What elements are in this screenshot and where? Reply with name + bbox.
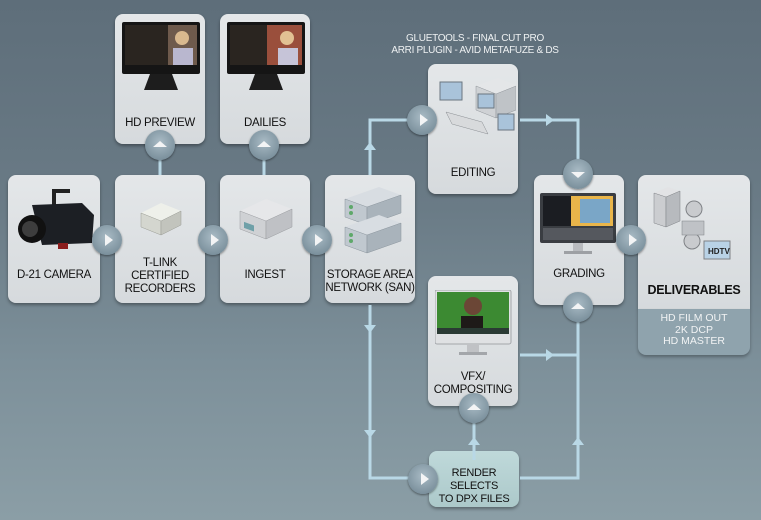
node-render[interactable]: RENDER SELECTS TO DPX FILES (429, 451, 519, 507)
recorders-label-line: RECORDERS (124, 283, 196, 295)
camera-icon (18, 189, 94, 249)
render-in-button[interactable] (408, 464, 438, 494)
right-arrow-icon (628, 234, 637, 246)
node-san[interactable]: STORAGE AREA NETWORK (SAN) (325, 175, 415, 303)
deliverable-item: 2K DCP (675, 323, 713, 336)
arrowhead-up (364, 142, 376, 150)
grading-monitor-icon (540, 193, 616, 254)
node-ingest[interactable]: INGEST (220, 175, 310, 303)
san-label-line: STORAGE AREA (326, 269, 414, 281)
right-arrow-icon (210, 234, 219, 246)
arrowhead-down (364, 325, 376, 333)
line-render-to-grading (520, 320, 580, 480)
node-recorders[interactable]: T-LINK CERTIFIED RECORDERS (115, 175, 205, 303)
arrowhead-right (546, 114, 554, 126)
recorders-label-line: CERTIFIED (131, 270, 189, 282)
up-arrow-icon (153, 141, 167, 147)
line-san-to-editing (368, 118, 410, 175)
node-camera[interactable]: D-21 CAMERA (8, 175, 100, 303)
ingest-next-button[interactable] (302, 225, 332, 255)
right-arrow-icon (420, 473, 429, 485)
svg-text:HDTV: HDTV (708, 247, 730, 256)
grading-label: GRADING (553, 268, 605, 280)
grading-in-bottom-button[interactable] (563, 292, 593, 322)
render-label-line: RENDER SELECTS (449, 467, 499, 492)
deliverables-icon: HDTV (653, 187, 731, 260)
dailies-up-button[interactable] (249, 130, 279, 160)
right-arrow-icon (419, 114, 428, 126)
camera-label: D-21 CAMERA (16, 269, 92, 281)
up-arrow-icon (571, 303, 585, 309)
hd-preview-up-button[interactable] (145, 130, 175, 160)
vfx-up-button[interactable] (459, 393, 489, 423)
ingest-device-icon (239, 199, 293, 240)
greenscreen-monitor-icon (435, 290, 512, 355)
arrowhead-down (364, 430, 376, 438)
render-label: RENDER SELECTS TO DPX FILES (429, 467, 519, 506)
editing-workstation-icon (439, 78, 516, 135)
software-note: GLUETOOLS - FINAL CUT PRO ARRI PLUGIN - … (380, 33, 570, 57)
right-arrow-icon (104, 234, 113, 246)
node-hd-preview[interactable]: HD PREVIEW (115, 14, 205, 144)
down-arrow-icon (571, 172, 585, 178)
editing-in-button[interactable] (407, 105, 437, 135)
san-label: STORAGE AREA NETWORK (SAN) (325, 269, 415, 295)
node-deliverables[interactable]: HDTV DELIVERABLES (638, 175, 750, 309)
node-dailies[interactable]: DAILIES (220, 14, 310, 144)
ingest-label: INGEST (244, 269, 286, 281)
vfx-label-line: VFX/ (460, 371, 486, 383)
node-grading[interactable]: GRADING (534, 175, 624, 305)
deliverables-list: HD FILM OUT 2K DCP HD MASTER (638, 309, 750, 355)
hd-preview-label: HD PREVIEW (125, 117, 195, 129)
recorders-label-line: T-LINK (143, 257, 177, 269)
software-note-line2: ARRI PLUGIN - AVID METAFUZE & DS (391, 45, 559, 56)
line-san-to-render (368, 305, 410, 480)
grading-next-button[interactable] (616, 225, 646, 255)
recorder-icon (140, 203, 182, 236)
deliverables-label: DELIVERABLES (647, 283, 741, 297)
monitor-icon (122, 22, 200, 90)
arrowhead-up (572, 437, 584, 445)
san-label-line: NETWORK (SAN) (325, 282, 415, 294)
up-arrow-icon (257, 141, 271, 147)
grading-in-top-button[interactable] (563, 159, 593, 189)
right-arrow-icon (314, 234, 323, 246)
render-label-line: TO DPX FILES (438, 493, 510, 505)
camera-next-button[interactable] (92, 225, 122, 255)
recorders-next-button[interactable] (198, 225, 228, 255)
arrowhead-up (468, 437, 480, 445)
vfx-label: VFX/ COMPOSITING (428, 371, 518, 397)
arrowhead-right (546, 349, 554, 361)
vfx-label-line: COMPOSITING (433, 384, 513, 396)
software-note-line1: GLUETOOLS - FINAL CUT PRO (406, 33, 544, 44)
recorders-label: T-LINK CERTIFIED RECORDERS (115, 257, 205, 296)
monitor-icon (227, 22, 305, 90)
server-rack-icon (344, 187, 402, 254)
deliverable-item: HD FILM OUT (660, 312, 728, 324)
editing-label: EDITING (450, 167, 496, 179)
node-vfx[interactable]: VFX/ COMPOSITING (428, 276, 518, 406)
node-editing[interactable]: EDITING (428, 64, 518, 194)
dailies-label: DAILIES (243, 117, 286, 129)
up-arrow-icon (467, 404, 481, 410)
deliverable-item: HD MASTER (663, 335, 725, 347)
line-editing-to-grading (520, 118, 580, 160)
